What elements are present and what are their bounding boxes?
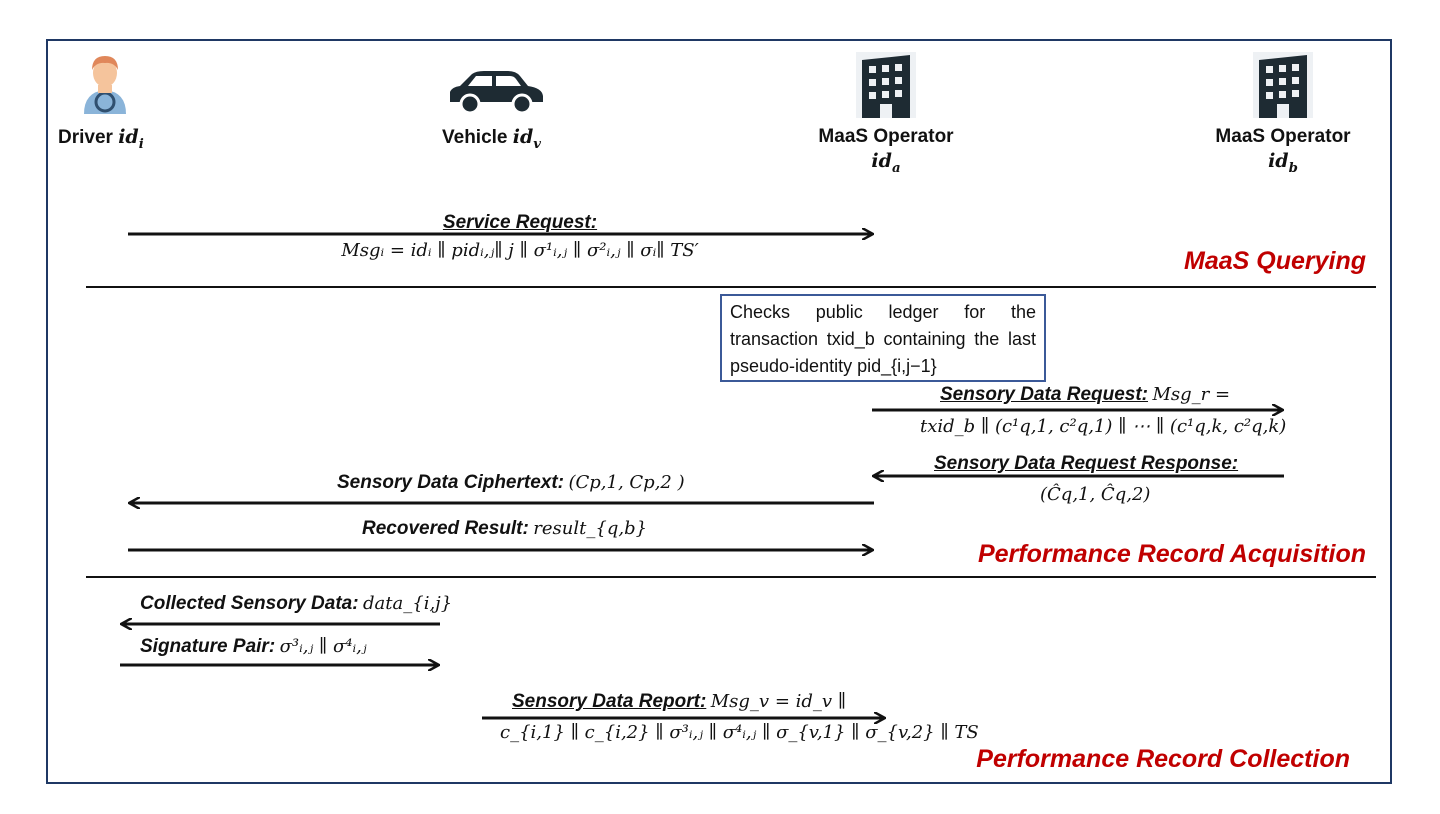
section-title-acquisition: Performance Record Acquisition bbox=[977, 540, 1366, 568]
car-icon bbox=[450, 71, 543, 115]
service-request-title: Service Request: bbox=[442, 212, 598, 233]
section-title-querying: MaaS Querying bbox=[1184, 247, 1366, 275]
signature-pair-label: Signature Pair: σ³ᵢ,ⱼ ∥ σ⁴ᵢ,ⱼ bbox=[140, 636, 367, 657]
sensory-data-request-label: Sensory Data Request: Msg_r = bbox=[940, 384, 1231, 405]
driver-icon bbox=[84, 56, 126, 114]
building-icon bbox=[856, 52, 916, 118]
sensory-report-formula: c_{i,1} ∥ c_{i,2} ∥ σ³ᵢ,ⱼ ∥ σ⁴ᵢ,ⱼ ∥ σ_{v… bbox=[500, 722, 979, 743]
actor-driver: Driver idi bbox=[58, 126, 144, 152]
sensory-data-request-formula: txid_b ∥ (c¹q,1, c²q,1) ∥ ⋯ ∥ (c¹q,k, c²… bbox=[920, 416, 1287, 437]
section-divider bbox=[86, 576, 1376, 578]
actor-vehicle: Vehicle idv bbox=[442, 126, 542, 152]
diagram-frame bbox=[46, 39, 1392, 784]
section-title-collection: Performance Record Collection bbox=[976, 745, 1350, 773]
ledger-check-note: Checks public ledger for the transaction… bbox=[720, 294, 1046, 382]
request-response-formula: (Ĉq,1, Ĉq,2) bbox=[1040, 484, 1151, 505]
ciphertext-label: Sensory Data Ciphertext: (Cp,1, Cp,2 ) bbox=[337, 472, 685, 493]
actor-operator-b: MaaS Operator idb bbox=[1215, 126, 1351, 176]
service-request-formula: Msgᵢ = idᵢ ∥ pidᵢ,ⱼ∥ j ∥ σ¹ᵢ,ⱼ ∥ σ²ᵢ,ⱼ ∥… bbox=[341, 240, 699, 261]
collected-data-label: Collected Sensory Data: data_{i,j} bbox=[140, 593, 453, 614]
request-response-title: Sensory Data Request Response: bbox=[934, 453, 1239, 474]
recovered-result-label: Recovered Result: result_{q,b} bbox=[362, 518, 648, 539]
sensory-report-label: Sensory Data Report: Msg_v = id_v ∥ bbox=[512, 691, 847, 712]
section-divider bbox=[86, 286, 1376, 288]
building-icon bbox=[1253, 52, 1313, 118]
actor-operator-a: MaaS Operator ida bbox=[818, 126, 954, 176]
